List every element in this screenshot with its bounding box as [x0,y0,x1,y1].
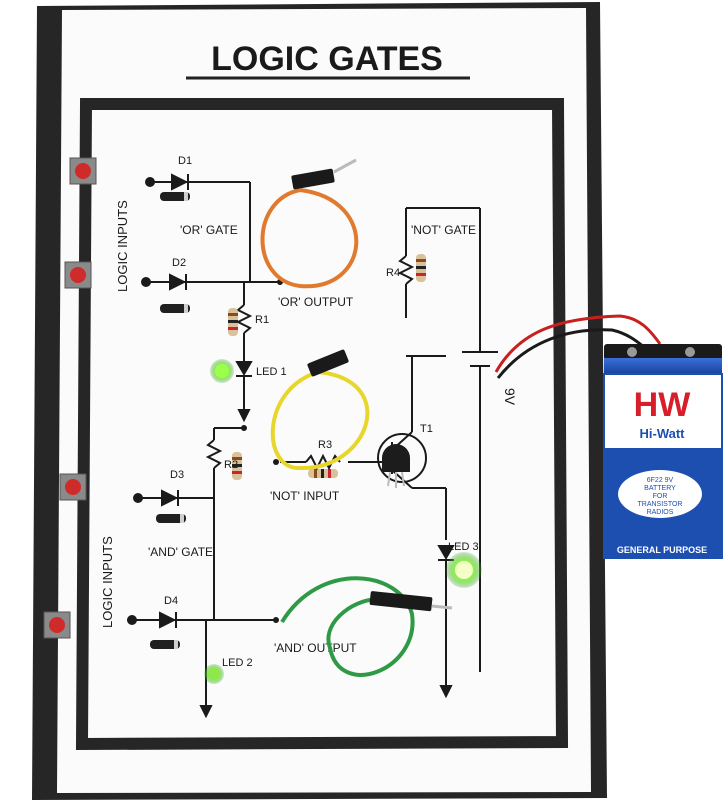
orange-jumper-wire[interactable] [260,158,359,289]
push-button-4[interactable] [43,611,71,639]
not-gate-label: 'NOT' GATE [411,223,476,237]
schematic-border [75,98,569,751]
not-gate-schematic [280,207,498,699]
or-gate-schematic [141,173,280,423]
d2-label: D2 [172,257,186,269]
diode-component-d2 [160,304,190,313]
led-2 [204,664,224,684]
r4-label: R4 [386,267,400,279]
board-paper [57,8,591,793]
or-gate-label: 'OR' GATE [180,223,238,237]
led2-label: LED 2 [222,657,253,669]
battery-brand: Hi-Watt [639,426,685,441]
diode-component-d3 [156,514,186,523]
transistor-component-t1 [382,444,410,488]
resistor-component-r1 [228,308,238,336]
d3-label: D3 [170,469,184,481]
resistor-component-r4 [416,254,426,282]
and-output-label: 'AND' OUTPUT [274,641,357,655]
d4-label: D4 [164,595,178,607]
push-button-3[interactable] [59,473,87,501]
board-title: LOGIC GATES [211,40,443,78]
push-button-1[interactable] [69,157,97,185]
battery-logo: HW [634,386,692,424]
logic-inputs-label-bottom: LOGIC INPUTS [100,536,115,628]
resistor-component-r2 [232,452,242,480]
diode-component-d4 [150,640,180,649]
battery-type-line3: FOR [653,493,668,500]
battery-leads [494,314,662,379]
nine-volt-battery: HW Hi-Watt 6F22 9V BATTERY FOR TRANSISTO… [603,344,723,559]
battery-type-line1: 6F22 9V [647,477,674,484]
led3-label: LED 3 [448,541,479,553]
green-jumper-wire[interactable] [280,576,453,677]
r2-label: R2 [224,459,238,471]
led-1 [210,359,234,383]
push-button-2[interactable] [64,261,92,289]
battery-type-line2: BATTERY [644,485,676,492]
logic-inputs-label-top: LOGIC INPUTS [115,200,130,292]
r1-label: R1 [255,314,269,326]
not-input-label: 'NOT' INPUT [270,489,340,503]
led1-label: LED 1 [256,366,287,378]
battery-footer: GENERAL PURPOSE [617,545,707,555]
t1-label: T1 [420,423,433,435]
yellow-jumper-wire[interactable] [270,349,370,471]
diode-component-d1 [160,192,190,201]
resistor-component-r3 [308,469,338,478]
or-output-label: 'OR' OUTPUT [278,295,354,309]
supply-label: 9V [502,388,518,406]
led-3 [446,552,482,588]
battery-type-line5: RADIOS [647,509,674,516]
and-gate-schematic [127,427,276,719]
r3-label: R3 [318,439,332,451]
d1-label: D1 [178,155,192,167]
battery-type-line4: TRANSISTOR [638,501,683,508]
and-gate-label: 'AND' GATE [148,545,213,559]
